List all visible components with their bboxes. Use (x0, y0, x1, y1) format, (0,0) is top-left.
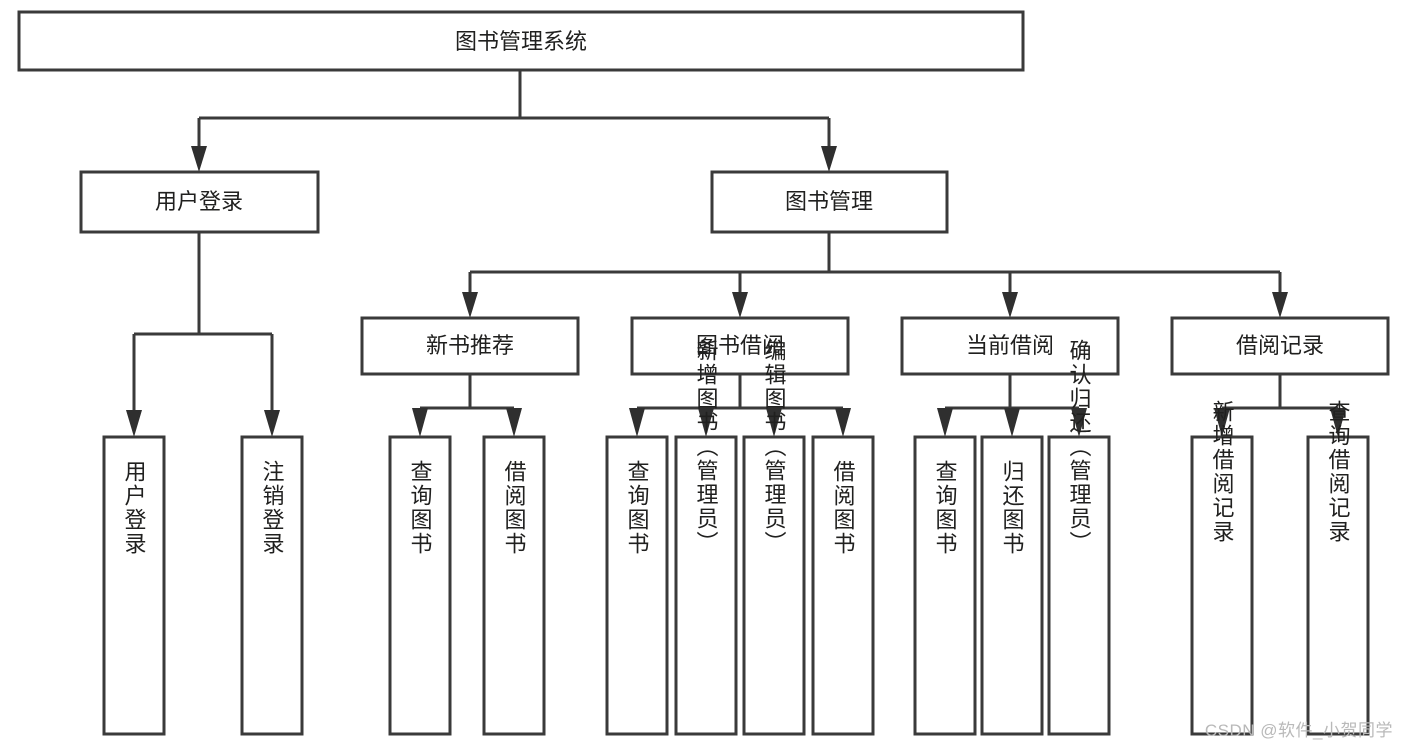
node-user-login-label: 用户登录 (155, 189, 243, 214)
node-leaf-edit-book-label: 编辑图书（管理员） (762, 339, 787, 555)
arrow-head-leaf-return-book (1004, 408, 1020, 437)
arrow-head-leaf-query-book-2 (629, 408, 645, 437)
node-book-borrow[interactable]: 图书借阅 (630, 316, 850, 376)
node-leaf-user-login-label: 用户登录 (122, 460, 147, 556)
arrow-head-leaf-query-book-1 (412, 408, 428, 437)
arrow-head-leaf-confirm-return (1071, 408, 1087, 437)
arrow-head-leaf-borrow-book-2 (835, 408, 851, 437)
node-leaf-query-book-2-box[interactable] (605, 435, 669, 736)
arrow-head-leaf-query-record (1330, 408, 1346, 437)
node-leaf-add-book[interactable]: 新增图书（管理员） (674, 339, 738, 736)
node-book-borrow-label: 图书借阅 (696, 333, 784, 358)
node-leaf-confirm-return-box[interactable] (1047, 435, 1111, 736)
arrow-head-leaf-logout (264, 410, 280, 437)
node-current-borrow-label: 当前借阅 (966, 333, 1054, 358)
node-leaf-query-book-1-label: 查询图书 (408, 460, 433, 556)
node-leaf-borrow-book-1-box[interactable] (482, 435, 546, 736)
arrow-head-leaf-add-book (698, 408, 714, 437)
arrow-head-leaf-edit-book (766, 408, 782, 437)
node-leaf-confirm-return-label: 确认归还（管理员） (1067, 339, 1092, 555)
node-leaf-confirm-return[interactable]: 确认归还（管理员） (1047, 339, 1111, 736)
arrow-head-user-login (191, 146, 207, 172)
node-borrow-record-label: 借阅记录 (1236, 333, 1324, 358)
node-leaf-borrow-book-1[interactable]: 借阅图书 (482, 435, 546, 736)
node-leaf-add-book-box[interactable] (674, 435, 738, 736)
node-user-login[interactable]: 用户登录 (79, 170, 320, 234)
node-root-box[interactable] (17, 10, 1025, 72)
node-book-borrow-box[interactable] (630, 316, 850, 376)
node-new-book-rec-box[interactable] (360, 316, 580, 376)
node-borrow-record-box[interactable] (1170, 316, 1390, 376)
node-leaf-borrow-book-1-label: 借阅图书 (502, 460, 527, 556)
node-leaf-return-book-box[interactable] (980, 435, 1044, 736)
node-leaf-edit-book-box[interactable] (742, 435, 806, 736)
node-leaf-query-book-3-label: 查询图书 (933, 460, 958, 556)
node-leaf-query-book-3[interactable]: 查询图书 (913, 435, 977, 736)
node-leaf-add-book-label: 新增图书（管理员） (694, 339, 719, 555)
node-new-book-rec-label: 新书推荐 (426, 333, 514, 358)
node-leaf-add-record-box[interactable] (1190, 435, 1254, 736)
node-leaf-user-login[interactable]: 用户登录 (102, 435, 166, 736)
node-leaf-query-record-box[interactable] (1306, 435, 1370, 736)
node-leaf-query-record-label: 查询借阅记录 (1326, 400, 1351, 544)
node-book-mgmt[interactable]: 图书管理 (710, 170, 949, 234)
node-leaf-borrow-book-2[interactable]: 借阅图书 (811, 435, 875, 736)
node-current-borrow-box[interactable] (900, 316, 1120, 376)
node-leaf-query-book-3-box[interactable] (913, 435, 977, 736)
node-leaf-logout-box[interactable] (240, 435, 304, 736)
node-book-mgmt-box[interactable] (710, 170, 949, 234)
arrow-head-new-book-rec (462, 292, 478, 318)
node-leaf-borrow-book-2-label: 借阅图书 (831, 460, 856, 556)
arrow-head-current-borrow (1002, 292, 1018, 318)
arrow-head-book-mgmt (821, 146, 837, 172)
node-leaf-query-book-1[interactable]: 查询图书 (388, 435, 452, 736)
node-leaf-add-record-label: 新增借阅记录 (1210, 400, 1235, 544)
node-leaf-query-record[interactable]: 查询借阅记录 (1306, 400, 1370, 736)
node-leaf-add-record[interactable]: 新增借阅记录 (1190, 400, 1254, 736)
node-leaf-return-book[interactable]: 归还图书 (980, 435, 1044, 736)
connectors (126, 70, 1346, 437)
node-current-borrow[interactable]: 当前借阅 (900, 316, 1120, 376)
node-user-login-box[interactable] (79, 170, 320, 234)
node-leaf-logout[interactable]: 注销登录 (240, 435, 304, 736)
node-new-book-rec[interactable]: 新书推荐 (360, 316, 580, 376)
node-leaf-user-login-box[interactable] (102, 435, 166, 736)
node-borrow-record[interactable]: 借阅记录 (1170, 316, 1390, 376)
node-root-label: 图书管理系统 (455, 29, 587, 54)
arrow-head-leaf-query-book-3 (937, 408, 953, 437)
arrow-head-book-borrow (732, 292, 748, 318)
node-leaf-logout-label: 注销登录 (260, 460, 285, 556)
arrow-head-leaf-borrow-book-1 (506, 408, 522, 437)
node-leaf-query-book-2-label: 查询图书 (625, 460, 650, 556)
node-leaf-borrow-book-2-box[interactable] (811, 435, 875, 736)
arrow-head-leaf-user-login (126, 410, 142, 437)
node-leaf-return-book-label: 归还图书 (1000, 460, 1025, 556)
node-book-mgmt-label: 图书管理 (785, 189, 873, 214)
node-root[interactable]: 图书管理系统 (17, 10, 1025, 72)
node-leaf-query-book-2[interactable]: 查询图书 (605, 435, 669, 736)
node-leaf-edit-book[interactable]: 编辑图书（管理员） (742, 339, 806, 736)
arrow-head-borrow-record (1272, 292, 1288, 318)
node-leaf-query-book-1-box[interactable] (388, 435, 452, 736)
arrow-head-leaf-add-record (1214, 408, 1230, 437)
